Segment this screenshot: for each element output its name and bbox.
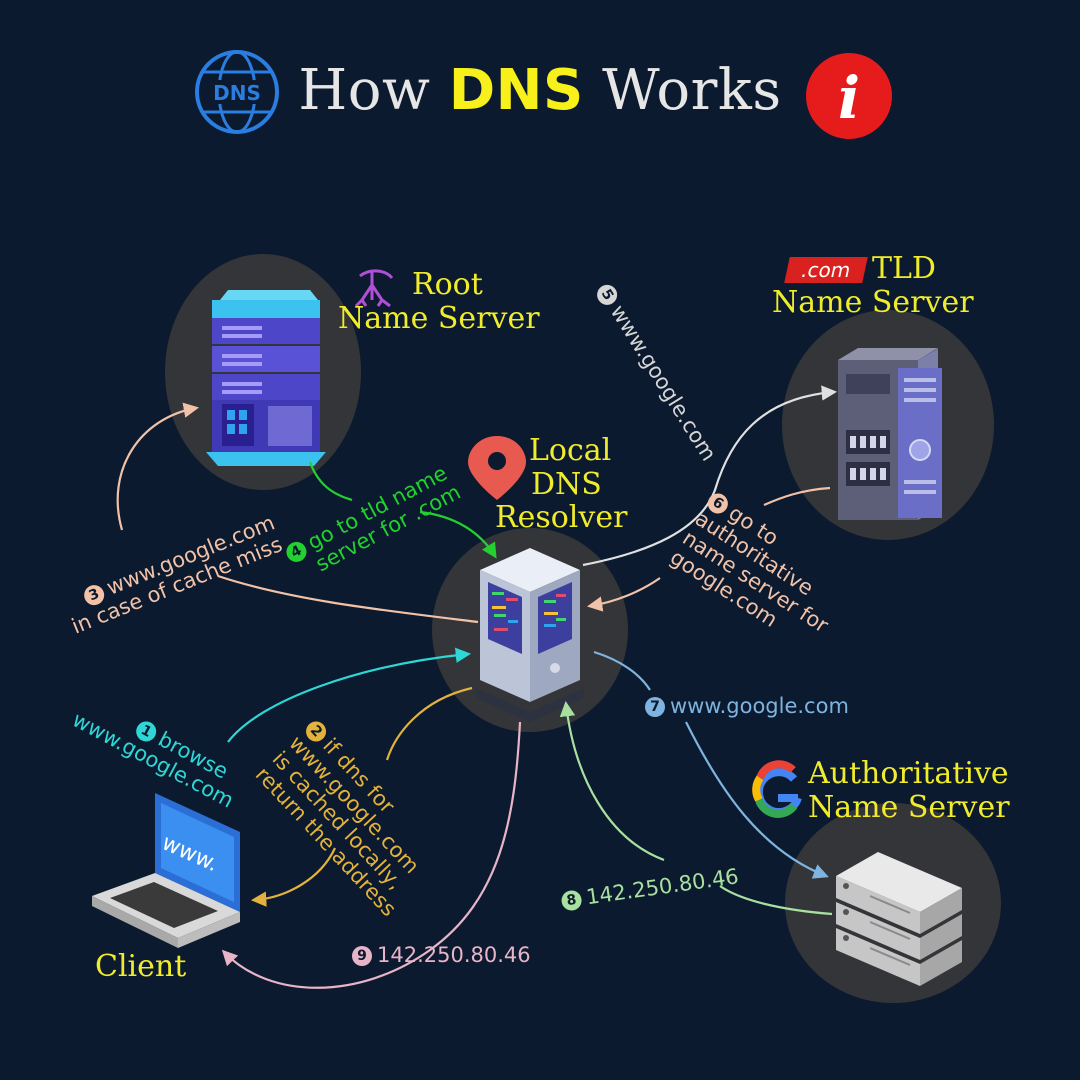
resolver-label: Local DNS Resolver [495,434,627,535]
authoritative-server-label: Authoritative Name Server [808,757,1010,824]
step9-number: 9 [352,946,372,966]
step1-arrow [227,647,472,743]
dns-globe-icon: DNS [195,50,279,134]
authoritative-server-illustration [836,852,962,986]
laptop-illustration: www. [92,793,240,948]
root-icon [354,269,394,308]
root-label-line2: Name Server [338,300,540,336]
location-pin-icon [468,436,526,500]
dns-logo-text: DNS [213,81,261,105]
resolver-label-line3: Resolver [495,500,628,536]
tld-label-line1: TLD [872,251,936,286]
authoritative-label-line2: Name Server [808,789,1010,825]
step9-arrow [221,721,522,989]
step7-arrow [593,650,826,876]
resolver-label-line1: Local [529,433,612,468]
step3-arrow [116,408,479,624]
client-label: Client [95,949,187,984]
root-server-illustration [206,290,326,466]
root-label-line1: Root [412,267,483,302]
step6-arrow [590,486,831,606]
step5-arrow [582,385,838,567]
title-prefix: How [298,58,449,123]
step8-arrow [566,704,833,916]
step4-arrow [308,461,495,556]
step2-arrow [254,686,473,900]
resolver-illustration [476,548,584,722]
tld-server-illustration [838,348,942,521]
step9-line1: 142.250.80.46 [377,943,531,967]
root-server-label: Root Name Server [338,268,540,335]
step7-number: 7 [645,697,665,717]
svg-text:i: i [838,64,860,132]
tld-server-label: TLD Name Server [772,252,974,319]
title-suffix: Works [583,58,782,123]
authoritative-label-line1: Authoritative [808,756,1009,791]
step7-line1: www.google.com [670,694,849,718]
title-highlight: DNS [448,58,584,123]
resolver-label-line2: DNS [531,466,602,502]
page-title: How DNS Works [0,58,1080,123]
google-g-icon [752,760,802,818]
tld-label-line2: Name Server [772,284,974,320]
info-icon: i [806,53,892,139]
step8-number: 8 [560,889,583,912]
